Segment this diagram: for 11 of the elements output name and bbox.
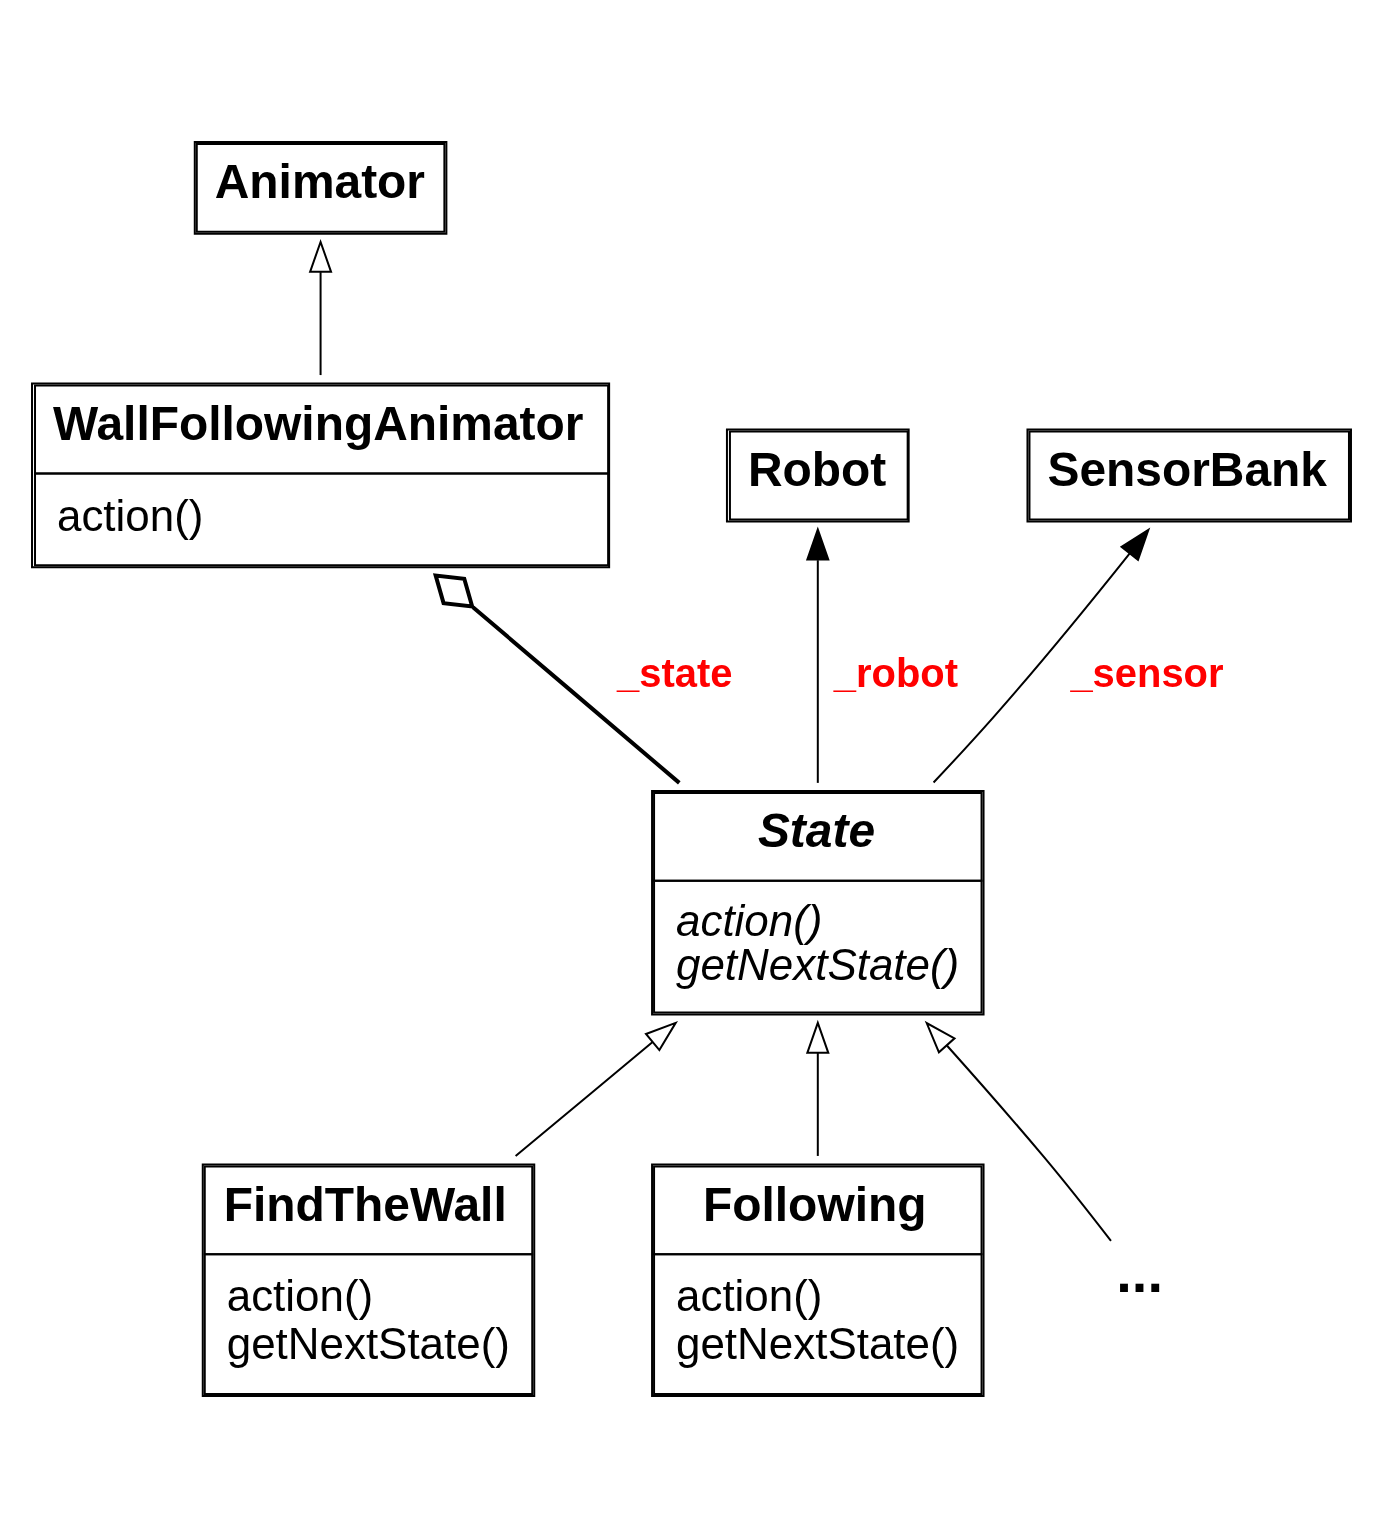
edge-label: _robot <box>833 651 958 696</box>
arrow <box>514 1020 679 1157</box>
arrow <box>805 526 830 784</box>
edge-label: _sensor <box>1070 651 1224 696</box>
node-text: ... <box>1116 1240 1163 1304</box>
arrow <box>924 1020 1112 1242</box>
connector <box>432 573 681 785</box>
arrow <box>308 238 333 377</box>
arrow <box>932 527 1151 784</box>
arrow <box>805 1019 830 1157</box>
edge-label: _state <box>617 651 733 696</box>
